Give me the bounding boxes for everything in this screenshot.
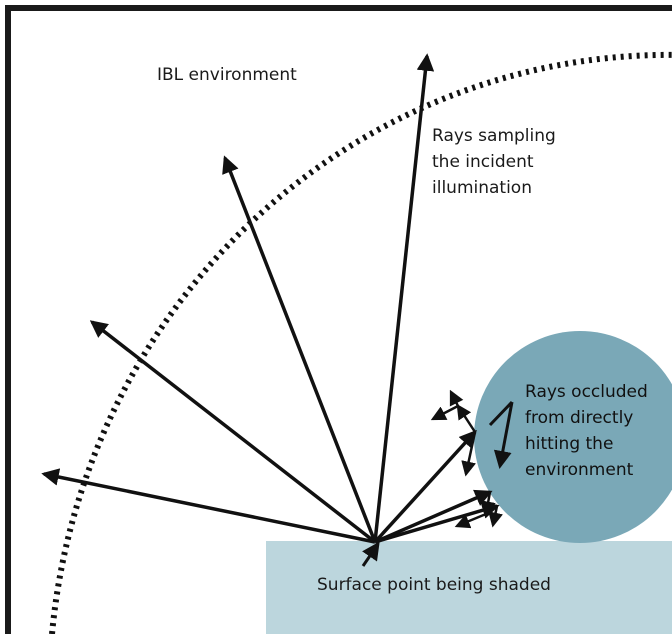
ray-5: [373, 429, 477, 544]
label-rays-sampling-1: Rays sampling: [432, 126, 556, 146]
bounce-1c: [449, 389, 464, 407]
occluded-callout-pointer: [490, 400, 512, 466]
label-rays-occluded-2: from directly: [525, 408, 633, 428]
bounce-1b: [430, 404, 459, 421]
bounce-4: [488, 505, 503, 528]
label-rays-occluded-1: Rays occluded: [525, 382, 648, 402]
label-rays-occluded-3: hitting the: [525, 434, 613, 454]
bounce-3b: [454, 512, 487, 529]
label-rays-sampling-2: the incident: [432, 152, 534, 172]
bounce-1a: [456, 403, 477, 433]
label-surface-point: Surface point being shaded: [317, 575, 551, 595]
surface-point-pointer: [361, 541, 380, 567]
bounce-2: [461, 431, 477, 477]
label-rays-occluded-4: environment: [525, 460, 634, 480]
occluder-sphere: [474, 331, 672, 543]
ray-3: [222, 155, 377, 543]
bounce-3a: [480, 491, 496, 517]
ray-6: [374, 489, 493, 544]
ray-1: [41, 468, 376, 544]
label-rays-sampling-3: illumination: [432, 178, 532, 198]
surface-plane: [266, 541, 672, 634]
sampling-rays: [41, 53, 500, 544]
label-ibl-environment: IBL environment: [157, 65, 297, 85]
ray-7: [374, 501, 500, 544]
ray-2: [89, 320, 377, 544]
ibl-environment-boundary: [49, 51, 672, 634]
frame-border: [5, 5, 672, 634]
occluded-rays: [430, 389, 503, 529]
ray-4: [373, 53, 435, 543]
